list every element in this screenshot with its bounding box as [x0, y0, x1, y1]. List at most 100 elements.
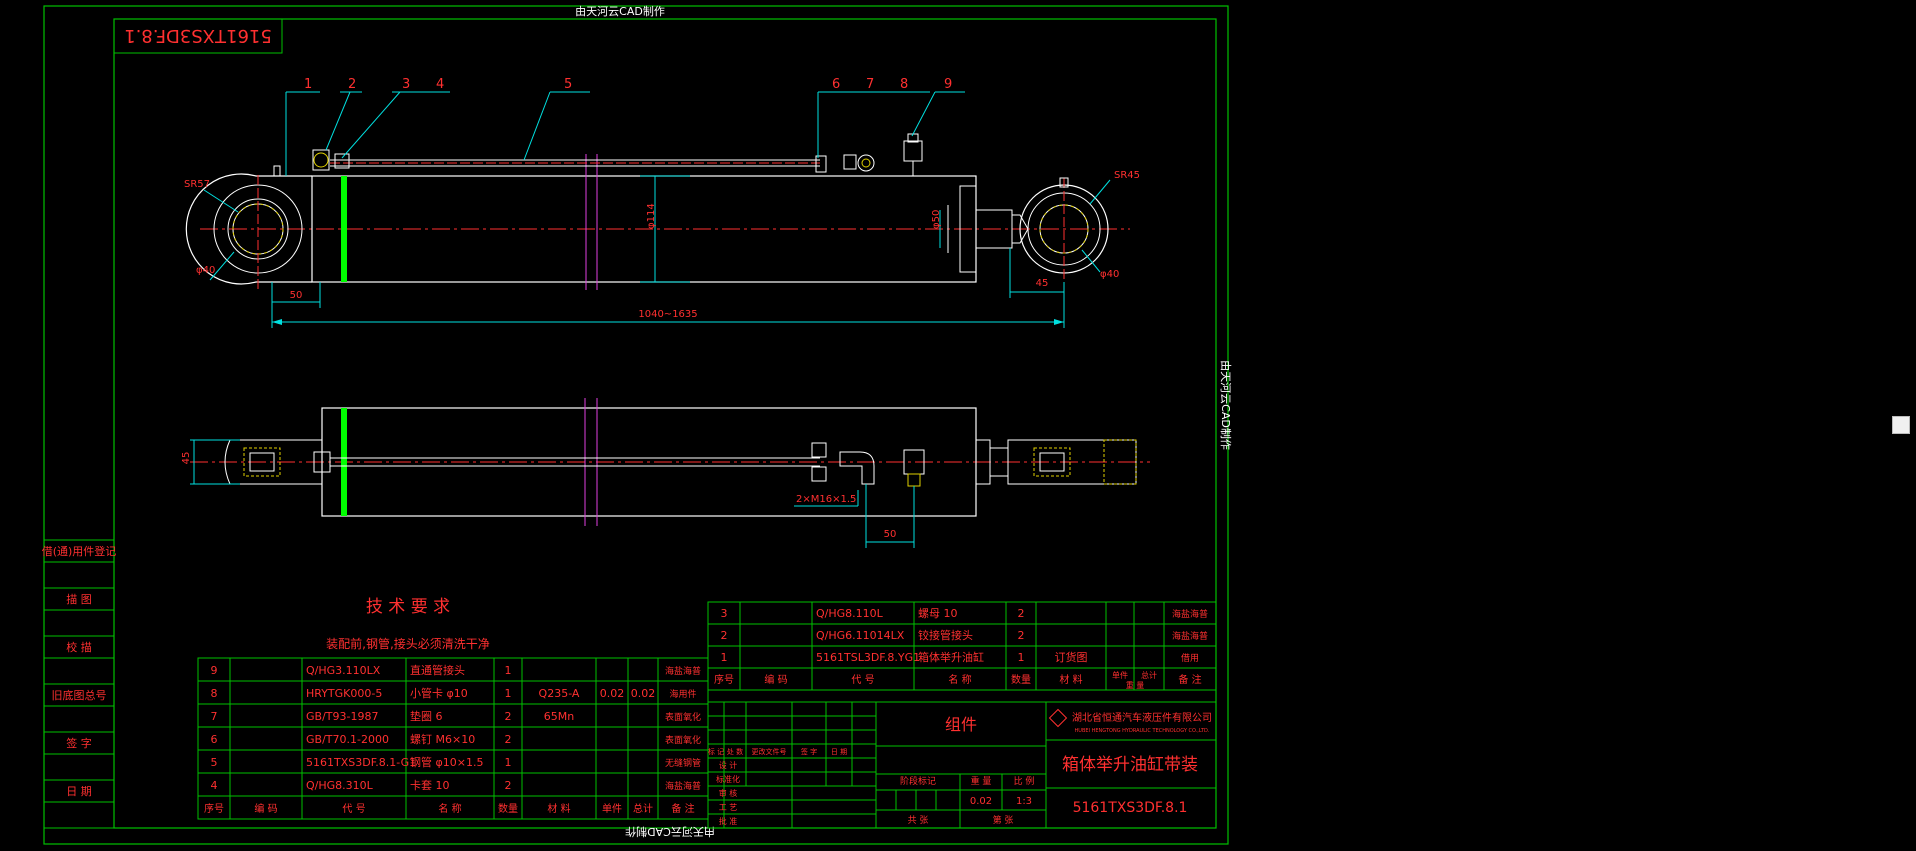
parts-left-cell: 表面氧化 — [665, 711, 701, 723]
parts-left-cell: 无缝钢管 — [665, 757, 701, 769]
dim-sr-left: SR57 — [184, 179, 210, 190]
revision-header: 更改文件号 — [752, 747, 787, 756]
parts-right-cell: 2 — [1018, 607, 1025, 620]
parts-right-cell: 箱体举升油缸 — [918, 650, 984, 664]
vertical-scrollbar[interactable] — [1888, 0, 1916, 847]
balloon-2: 2 — [348, 77, 356, 92]
parts-left-cell: HRYTGK000-5 — [306, 687, 382, 700]
title-block-scale: 1:3 — [1016, 796, 1032, 807]
balloon-4: 4 — [436, 77, 444, 92]
dim-port-spacing: 50 — [884, 529, 897, 540]
parts-left-cell: 8 — [211, 687, 218, 700]
revision-header: 签 字 — [801, 747, 817, 756]
parts-right-header: 序号 — [714, 673, 734, 686]
balloon-1: 1 — [304, 77, 312, 92]
parts-left-cell: 6 — [211, 733, 218, 746]
title-block-kind: 组件 — [945, 715, 977, 734]
parts-left-cell: 表面氧化 — [665, 734, 701, 746]
parts-left-cell: 2 — [505, 779, 512, 792]
approval-role: 批 准 — [719, 816, 738, 826]
title-block-scale-label: 比 例 — [1014, 775, 1035, 787]
parts-left-cell: 卡套 10 — [410, 779, 450, 792]
parts-left-cell: 65Mn — [544, 710, 574, 723]
parts-left-cell: 小管卡 φ10 — [410, 686, 468, 700]
balloon-9: 9 — [944, 77, 952, 92]
balloon-3: 3 — [402, 77, 410, 92]
parts-left-header: 总计 — [633, 802, 653, 815]
balloon-7: 7 — [866, 77, 874, 92]
parts-left-cell: 螺钉 M6×10 — [410, 733, 475, 746]
parts-left-cell: 2 — [505, 710, 512, 723]
parts-right-cell: 铰接管接头 — [918, 628, 973, 642]
dim-left-offset: 50 — [290, 290, 303, 301]
front-view — [185, 91, 1130, 328]
parts-left-header: 备 注 — [671, 802, 694, 815]
parts-left-cell: 钢管 φ10×1.5 — [410, 755, 483, 769]
parts-left-cell: Q/HG3.110LX — [306, 664, 381, 677]
title-block-company-en: HUBEI HENGTONG HYDRAULIC TECHNOLOGY CO.,… — [1075, 728, 1210, 734]
parts-list-left: 9 Q/HG3.110LX 直通管接头 1 海盐海普 8 HRYTGK000-5 小管卡 φ1… — [197, 657, 709, 820]
left-panel-2: 描 图 — [66, 592, 92, 606]
parts-left-cell: 5 — [211, 756, 218, 769]
parts-left-cell: 海盐海普 — [665, 780, 701, 792]
parts-left-cell: 0.02 — [600, 687, 625, 700]
left-panel-3: 校 描 — [66, 640, 92, 654]
top-view — [190, 398, 1150, 548]
parts-left-cell: 直通管接头 — [410, 663, 465, 677]
parts-left-cell: Q235-A — [539, 687, 580, 700]
parts-left-header: 名 称 — [438, 802, 461, 815]
parts-left-cell: 垫圈 6 — [410, 709, 443, 723]
approval-role: 工 艺 — [719, 803, 738, 812]
parts-right-header: 总计 — [1141, 670, 1157, 680]
parts-left-cell: 1 — [505, 756, 512, 769]
left-panel-1: 借(通)用件登记 — [42, 544, 117, 558]
balloon-6: 6 — [832, 77, 840, 92]
dim-bore: φ114 — [646, 203, 657, 229]
parts-left-cell: 0.02 — [631, 687, 656, 700]
parts-right-header: 名 称 — [948, 673, 971, 686]
title-block-revision-grid: 标 记处 数更改文件号签 字日 期设 计标准化审 核工 艺批 准 — [708, 747, 847, 826]
inner-frame — [113, 18, 1217, 829]
parts-left-cell: 海盐海普 — [665, 665, 701, 677]
dim-stroke: 1040~1635 — [638, 309, 697, 320]
title-block — [707, 701, 1217, 829]
left-panel — [43, 539, 115, 829]
parts-right-cell: 海盐海普 — [1172, 608, 1208, 620]
parts-right-cell: 1 — [1018, 651, 1025, 664]
parts-left-cell: 7 — [211, 710, 218, 723]
parts-right-header: 数量 — [1011, 673, 1031, 686]
tech-requirements-line1: 装配前,钢管,接头必须清洗干净 — [326, 636, 490, 651]
parts-left-header: 序号 — [204, 802, 224, 815]
parts-right-cell: 借用 — [1181, 652, 1199, 664]
parts-left-header: 材 料 — [547, 802, 570, 815]
title-block-sheets: 共 张 — [908, 815, 929, 826]
parts-right-header: 编 码 — [764, 673, 787, 686]
dim-dia-right: φ40 — [1100, 269, 1119, 280]
parts-left-cell: 1 — [505, 664, 512, 677]
parts-left-cell: 4 — [211, 779, 218, 792]
scrollbar-thumb[interactable] — [1892, 416, 1910, 434]
parts-right-cell: 2 — [1018, 629, 1025, 642]
title-block-sheet: 第 张 — [993, 814, 1014, 826]
parts-right-header: 单件 — [1112, 670, 1128, 680]
approval-role: 审 核 — [719, 788, 738, 798]
revision-header: 标 记 — [708, 747, 724, 756]
watermark-top: 由天河云CAD制作 — [575, 4, 665, 18]
parts-left-header: 数量 — [498, 802, 518, 815]
parts-left-cell: 5161TXS3DF.8.1-G1 — [306, 756, 416, 769]
parts-right-cell: Q/HG8.110L — [816, 607, 884, 620]
parts-left-cell: 9 — [211, 664, 218, 677]
watermark-right: 由天河云CAD制作 — [1219, 360, 1233, 450]
parts-right-header: 代 号 — [851, 674, 874, 686]
drawing-number-inverted: 5161TXS3DF.8.1 — [124, 25, 272, 46]
parts-left-header: 编 码 — [254, 802, 277, 815]
revision-header: 日 期 — [831, 748, 847, 756]
tech-requirements-title: 技 术 要 求 — [366, 597, 450, 617]
parts-left-header: 单件 — [602, 803, 622, 815]
parts-right-cell: 海盐海普 — [1172, 630, 1208, 642]
dim-right-offset: 45 — [1036, 278, 1049, 289]
dim-side-width: 45 — [181, 452, 192, 465]
